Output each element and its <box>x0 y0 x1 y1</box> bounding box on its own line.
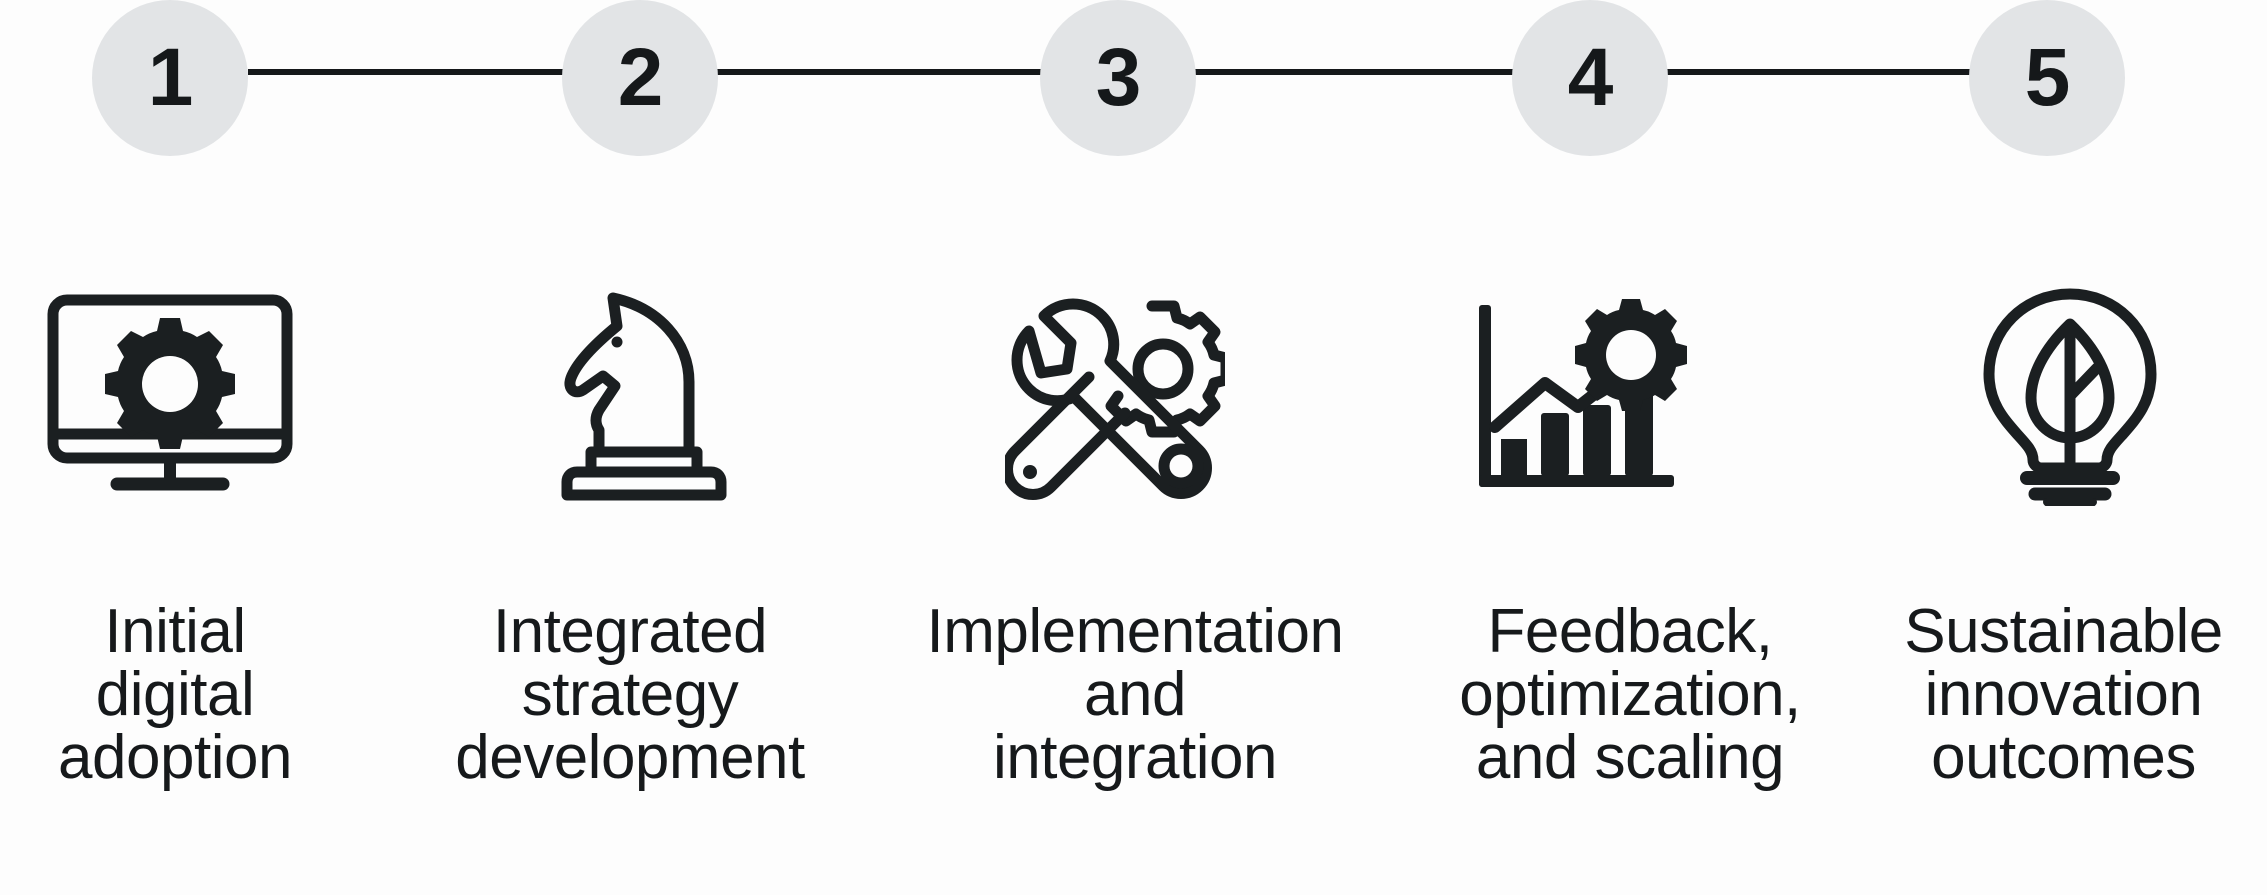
step-label-2-line-2: strategy <box>521 660 739 729</box>
step-number-4: 4 <box>1567 32 1614 123</box>
chess-knight-icon <box>555 290 735 505</box>
step-label-1: Initial digital adoption <box>0 600 350 789</box>
step-icon-row <box>0 232 2267 562</box>
step-icon-cell-4 <box>1415 232 1745 562</box>
step-label-5-line-3: outcomes <box>1931 723 2196 792</box>
step-label-3-line-2: and <box>1084 660 1186 729</box>
step-label-5: Sustainable innovation outcomes <box>1860 600 2267 789</box>
step-icon-cell-1 <box>5 232 335 562</box>
step-node-3[interactable]: 3 <box>1040 0 1196 156</box>
step-node-1[interactable]: 1 <box>92 0 248 156</box>
step-label-2: Integrated strategy development <box>380 600 880 789</box>
step-node-2[interactable]: 2 <box>562 0 718 156</box>
step-label-1-line-3: adoption <box>58 723 292 792</box>
monitor-gear-icon <box>45 292 295 502</box>
step-number-3: 3 <box>1095 32 1142 123</box>
step-label-row: Initial digital adoption Integrated stra… <box>0 600 2267 895</box>
step-number-2: 2 <box>617 32 664 123</box>
step-label-2-line-1: Integrated <box>492 597 768 666</box>
step-label-3-line-1: Implementation <box>926 597 1344 666</box>
step-number-5: 5 <box>2024 32 2071 123</box>
step-node-4[interactable]: 4 <box>1512 0 1668 156</box>
lightbulb-leaf-icon <box>1981 288 2159 506</box>
step-node-5[interactable]: 5 <box>1969 0 2125 156</box>
step-label-4-line-3: and scaling <box>1475 723 1785 792</box>
step-label-1-line-1: Initial <box>104 597 246 666</box>
step-label-4: Feedback, optimization, and scaling <box>1400 600 1860 789</box>
step-label-4-line-1: Feedback, <box>1487 597 1773 666</box>
step-label-2-line-3: development <box>455 723 805 792</box>
step-icon-cell-2 <box>480 232 810 562</box>
step-number-row: 1 2 3 4 5 <box>0 0 2267 156</box>
bar-chart-growth-gear-icon <box>1473 297 1688 497</box>
step-label-3-line-3: integration <box>992 723 1278 792</box>
step-icon-cell-3 <box>950 232 1280 562</box>
step-label-4-line-2: optimization, <box>1459 660 1801 729</box>
step-icon-cell-5 <box>1905 232 2235 562</box>
step-label-5-line-2: innovation <box>1924 660 2203 729</box>
step-number-1: 1 <box>147 32 194 123</box>
step-label-1-line-2: digital <box>95 660 255 729</box>
step-label-3: Implementation and integration <box>870 600 1400 789</box>
wrench-gear-screwdriver-icon <box>1005 295 1225 500</box>
step-label-5-line-1: Sustainable <box>1904 597 2223 666</box>
